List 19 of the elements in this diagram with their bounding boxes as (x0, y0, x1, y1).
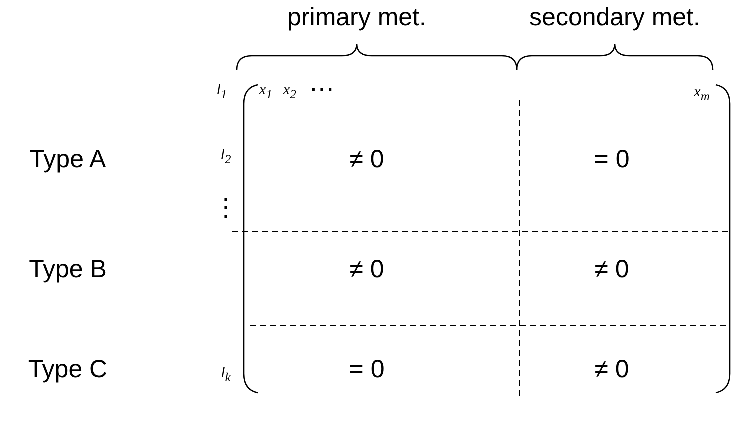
ellipsis: ⋮ (214, 196, 238, 220)
cell-value: ≠ 0 (594, 358, 630, 382)
column-index: x$_{2}$ (284, 83, 296, 101)
column-index: x$_{1}$ (260, 83, 272, 101)
row-label: Type C (28, 358, 108, 382)
cell-value: = 0 (349, 358, 385, 382)
row-index: l$_{1}$ (216, 83, 228, 101)
column-index: x$_{m}$ (694, 85, 710, 103)
row-index: l$_{k}$ (221, 366, 231, 384)
cell-value: ≠ 0 (350, 148, 384, 172)
row-label: Type A (30, 148, 106, 172)
column-heading: secondary met. (530, 6, 700, 30)
ellipsis: ⋯ (310, 78, 334, 102)
cell-value: = 0 (594, 148, 630, 172)
row-label: Type B (29, 258, 107, 282)
cell-value: ≠ 0 (594, 258, 630, 282)
column-heading: primary met. (288, 6, 426, 30)
cell-value: ≠ 0 (350, 258, 384, 282)
row-index: l$_{2}$ (220, 148, 232, 166)
